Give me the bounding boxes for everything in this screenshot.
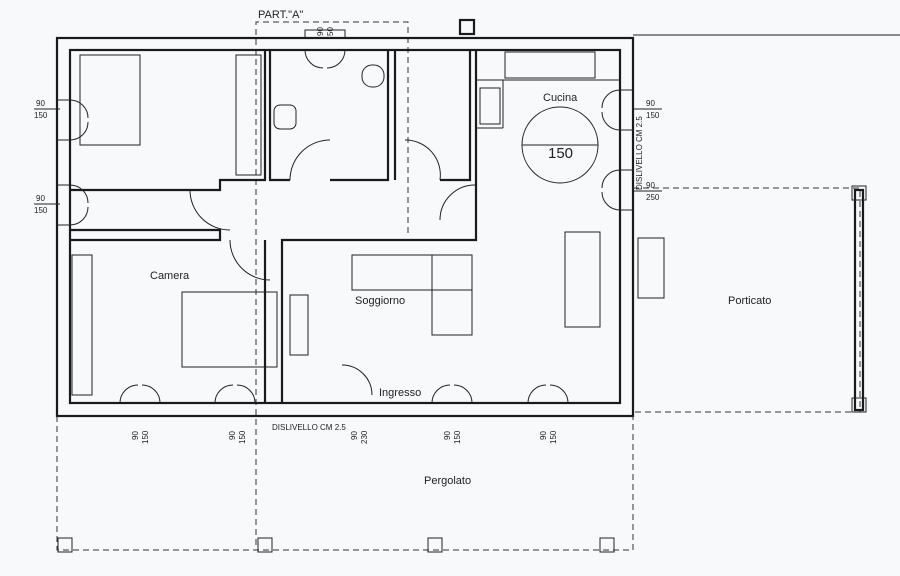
kitchen-sink — [504, 51, 596, 79]
part-a-boundary — [255, 21, 409, 545]
svg-text:150: 150 — [453, 430, 462, 444]
dimension-right-2: 90 250 — [633, 181, 662, 202]
single-bed — [79, 54, 141, 146]
table-diameter: 150 — [548, 145, 573, 162]
dimension-left-2: 90 150 — [34, 194, 60, 215]
level-note-bottom: DISLIVELLO CM 2.5 — [272, 423, 346, 432]
dimension-bottom-4: 90 150 — [539, 430, 558, 444]
svg-text:90: 90 — [646, 181, 655, 190]
svg-text:150: 150 — [34, 206, 48, 215]
svg-text:90: 90 — [316, 27, 325, 36]
svg-text:150: 150 — [646, 111, 660, 120]
svg-text:150: 150 — [141, 430, 150, 444]
svg-text:50: 50 — [326, 27, 335, 36]
double-bed — [181, 291, 278, 368]
fireplace — [637, 237, 665, 299]
wardrobe — [235, 54, 262, 176]
dimension-bottom-1: 90 150 — [131, 430, 150, 444]
sofa — [351, 254, 473, 291]
part-a-label: PART."A" — [258, 9, 303, 21]
dimension-top-bath: 90 50 — [316, 27, 335, 36]
outdoor-areas — [56, 34, 900, 553]
svg-text:150: 150 — [34, 111, 48, 120]
svg-text:230: 230 — [360, 430, 369, 444]
svg-text:150: 150 — [238, 430, 247, 444]
sofa-chaise — [431, 254, 473, 336]
windows — [57, 29, 633, 404]
tv-unit — [289, 294, 309, 356]
svg-text:90: 90 — [131, 431, 140, 440]
dimension-left-1: 90 150 — [34, 99, 60, 120]
room-label-pergolato: Pergolato — [424, 475, 471, 487]
room-label-soggiorno: Soggiorno — [355, 295, 405, 307]
furniture — [71, 18, 665, 396]
stove — [479, 87, 501, 125]
svg-text:90: 90 — [539, 431, 548, 440]
svg-text:90: 90 — [350, 431, 359, 440]
svg-text:90: 90 — [443, 431, 452, 440]
room-label-ingresso: Ingresso — [379, 387, 421, 399]
svg-text:90: 90 — [36, 99, 45, 108]
dimension-bottom-entry: 90 230 — [350, 430, 369, 444]
svg-text:90: 90 — [646, 99, 655, 108]
svg-text:250: 250 — [646, 193, 660, 202]
dining-table — [564, 231, 601, 328]
svg-text:90: 90 — [36, 194, 45, 203]
room-label-cucina: Cucina — [543, 92, 578, 104]
chimney-flue — [458, 18, 476, 36]
interior-walls — [70, 50, 620, 403]
door-swings — [189, 139, 477, 396]
toilet — [361, 64, 385, 88]
washbasin — [273, 104, 297, 130]
room-label-porticato: Porticato — [728, 295, 771, 307]
wardrobe-camera — [71, 254, 93, 396]
level-note-right: DISLIVELLO CM 2.5 — [635, 116, 644, 190]
dimension-bottom-3: 90 150 — [443, 430, 462, 444]
svg-text:150: 150 — [549, 430, 558, 444]
dimension-right-1: 90 150 — [633, 99, 662, 120]
dimension-bottom-2: 90 150 — [228, 430, 247, 444]
room-label-camera: Camera — [150, 270, 190, 282]
svg-text:90: 90 — [228, 431, 237, 440]
